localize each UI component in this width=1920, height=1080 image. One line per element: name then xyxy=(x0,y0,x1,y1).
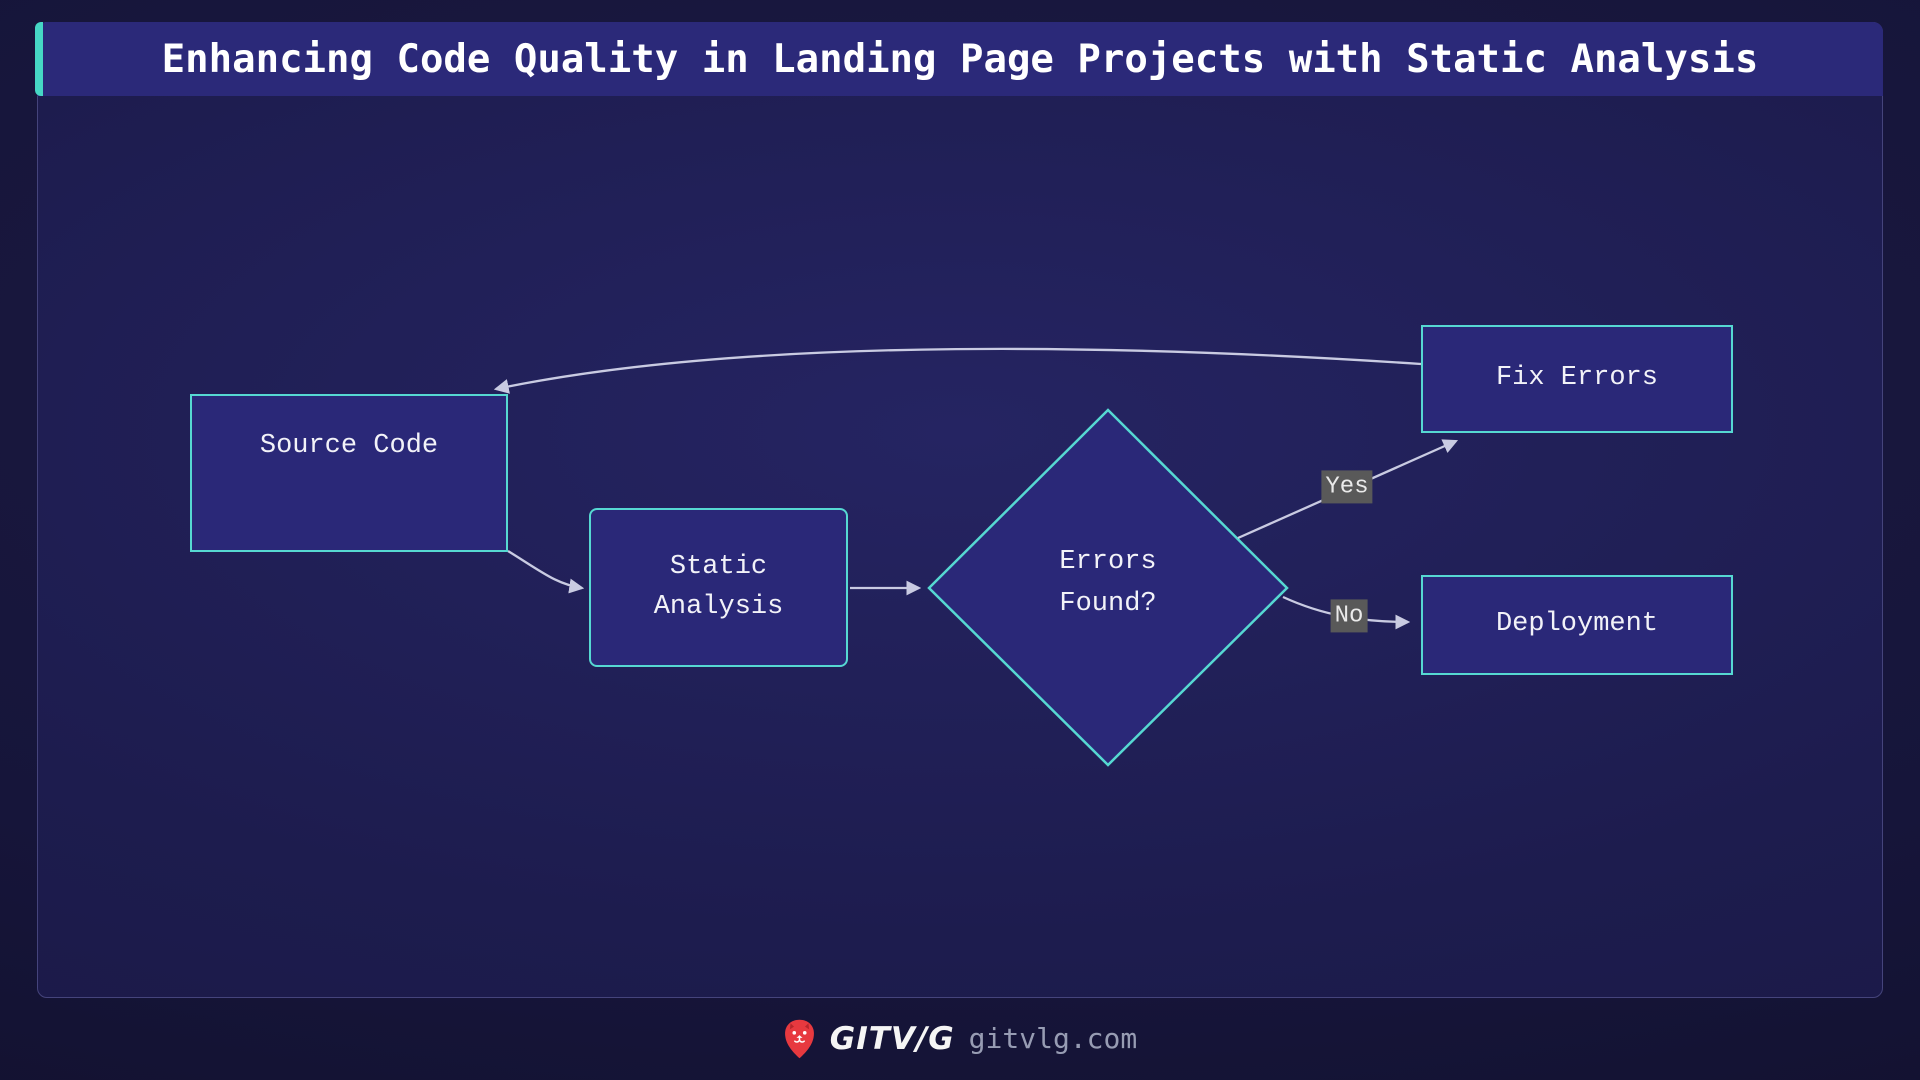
node-static-analysis-line1: Static xyxy=(669,552,768,583)
node-fix-errors-label: Fix Errors xyxy=(1495,363,1659,394)
node-source-code-label: Source Code xyxy=(259,431,439,462)
footer: GITV/G gitvlg.com xyxy=(0,998,1920,1080)
node-fix-errors: Fix Errors xyxy=(1421,325,1733,433)
title-accent-bar xyxy=(35,22,43,96)
node-errors-found-line2: Found? xyxy=(1059,589,1157,619)
node-static-analysis-line2: Analysis xyxy=(653,591,784,622)
node-source-code: Source Code xyxy=(190,394,508,552)
node-deployment: Deployment xyxy=(1421,575,1733,675)
edge-source-to-static xyxy=(507,550,585,594)
node-errors-found-line1: Errors xyxy=(1059,547,1157,578)
node-errors-found-label: Errors Found? xyxy=(1008,542,1208,626)
edge-label-no: No xyxy=(1330,599,1368,633)
brand-name: GITV/G xyxy=(829,1020,955,1057)
node-deployment-label: Deployment xyxy=(1495,609,1659,640)
site-url: gitvlg.com xyxy=(968,1022,1138,1055)
edge-fix-errors-loop-to-source xyxy=(493,347,1422,394)
edge-label-yes: Yes xyxy=(1321,470,1373,504)
title-bar: Enhancing Code Quality in Landing Page P… xyxy=(35,22,1883,96)
node-static-analysis: Static Analysis xyxy=(589,508,848,667)
page-title: Enhancing Code Quality in Landing Page P… xyxy=(161,36,1759,82)
lion-icon xyxy=(784,1019,814,1059)
decision-diamond-errors-found xyxy=(927,408,1289,767)
